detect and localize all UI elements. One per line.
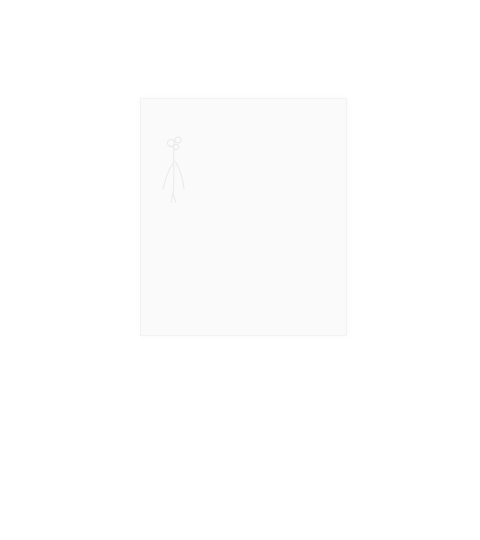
flower-stem-icon <box>162 136 185 204</box>
poem-card <box>140 98 347 336</box>
